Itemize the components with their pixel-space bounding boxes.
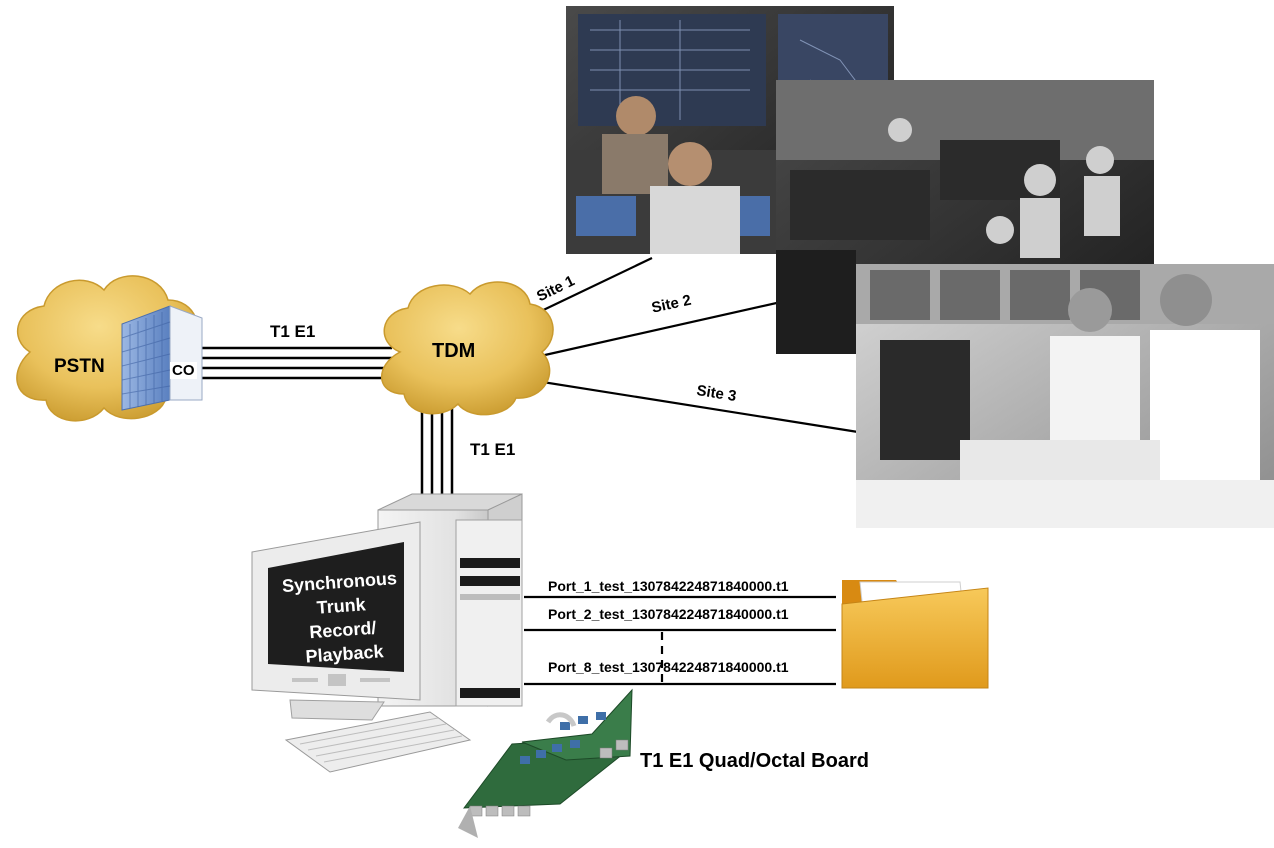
pstn-label: PSTN [54, 356, 105, 377]
folder-icon [841, 580, 989, 689]
t1-e1-board [458, 688, 633, 838]
trunk-label-top: T1 E1 [270, 322, 316, 341]
site3-line [529, 378, 859, 434]
trunk-lines-tdm-pc [420, 400, 454, 496]
file-label-port2: Port_2_test_130784224871840000.t1 [548, 606, 789, 622]
file-label-port1: Port_1_test_130784224871840000.t1 [548, 578, 789, 594]
co-label: CO [170, 362, 197, 379]
co-building [121, 305, 203, 411]
monitor-screen-text: Synchronous Trunk Record/ Playback [281, 566, 403, 670]
computer-monitor [251, 521, 421, 721]
file-lines [524, 595, 836, 686]
trunk-label-down: T1 E1 [470, 440, 516, 459]
file-label-port8: Port_8_test_130784224871840000.t1 [548, 659, 789, 675]
board-label: T1 E1 Quad/Octal Board [640, 750, 869, 772]
keyboard [284, 711, 472, 773]
control-room-photo-3 [856, 264, 1274, 528]
tdm-cloud [381, 281, 554, 416]
trunk-lines-pstn-tdm [200, 346, 392, 380]
tdm-label: TDM [432, 340, 476, 362]
site2-line [535, 298, 791, 359]
